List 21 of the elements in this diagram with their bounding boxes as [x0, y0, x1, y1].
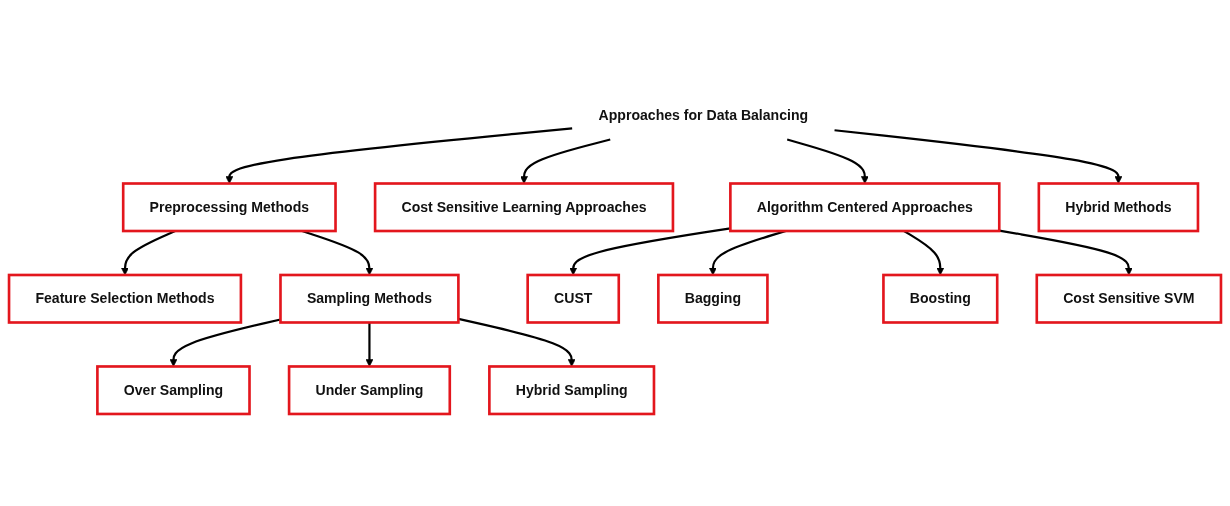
node-box: Hybrid Methods [1037, 182, 1200, 233]
node-box: Algorithm Centered Approaches [729, 182, 1001, 233]
node-box: Sampling Methods [279, 273, 460, 324]
arrow [365, 322, 374, 367]
node-box: Cost Sensitive SVM [1035, 273, 1223, 324]
node-box: Preprocessing Methods [121, 182, 337, 233]
node-box: Cost Sensitive Learning Approaches [373, 182, 675, 233]
node-box: Bagging [657, 273, 769, 324]
node-box: Feature Selection Methods [7, 273, 243, 324]
node-text: Approaches for Data Balancing [598, 107, 809, 123]
arrow [520, 138, 611, 184]
node-box: Hybrid Sampling [488, 365, 656, 416]
arrow [169, 318, 281, 367]
arrow [458, 317, 576, 367]
node-box: Over Sampling [96, 365, 251, 416]
node-box: Boosting [882, 273, 999, 324]
arrow [834, 129, 1123, 184]
arrow [225, 127, 573, 184]
arrow [786, 138, 869, 184]
node-box: Under Sampling [287, 365, 452, 416]
node-box: CUST [526, 273, 621, 324]
